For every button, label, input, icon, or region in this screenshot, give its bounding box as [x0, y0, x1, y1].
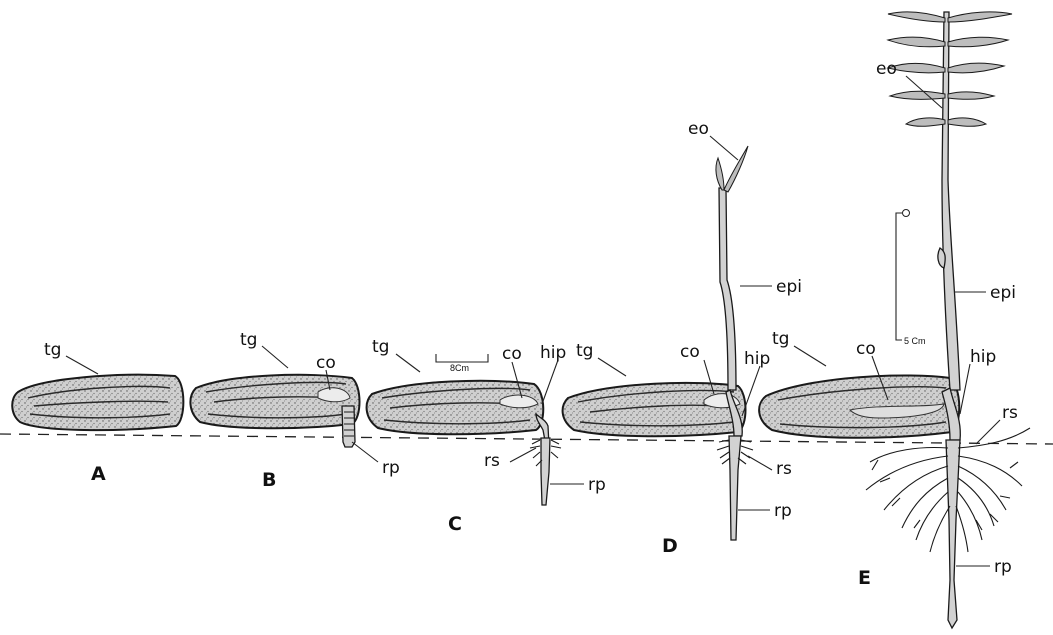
- label-rp-d: rp: [774, 501, 792, 521]
- stage-letter-e: E: [858, 567, 871, 589]
- label-epi-d: epi: [776, 277, 802, 297]
- label-eo-e: eo: [876, 59, 897, 79]
- label-hip-e: hip: [970, 347, 996, 367]
- scale-bar-small-label: 8Cm: [450, 363, 469, 373]
- leader-lines: [66, 76, 1000, 566]
- part-labels: tg tg co rp tg co hip rs rp tg co hip rs…: [44, 59, 1018, 577]
- label-eo-d: eo: [688, 119, 709, 139]
- label-co-b: co: [316, 353, 336, 373]
- label-rs-c: rs: [484, 451, 500, 471]
- label-co-c: co: [502, 344, 522, 364]
- scale-bar-small: 8Cm: [436, 354, 488, 373]
- label-tg-e: tg: [772, 329, 789, 349]
- label-hip-c: hip: [540, 343, 566, 363]
- stage-letter-d: D: [662, 535, 678, 557]
- label-co-d: co: [680, 342, 700, 362]
- scale-bar-large: 5 Cm: [896, 210, 926, 347]
- label-rp-c: rp: [588, 475, 606, 495]
- label-tg-b: tg: [240, 330, 257, 350]
- stage-letter-c: C: [448, 513, 462, 535]
- label-tg-c: tg: [372, 337, 389, 357]
- stage-letter-b: B: [262, 469, 276, 491]
- label-hip-d: hip: [744, 349, 770, 369]
- label-rp-e: rp: [994, 557, 1012, 577]
- label-epi-e: epi: [990, 283, 1016, 303]
- label-co-e: co: [856, 339, 876, 359]
- stage-letters: A B C D E: [91, 463, 871, 589]
- label-tg-a: tg: [44, 340, 61, 360]
- stage-letter-a: A: [91, 463, 106, 485]
- label-rs-d: rs: [776, 459, 792, 479]
- label-rp-b: rp: [382, 458, 400, 478]
- label-tg-d: tg: [576, 341, 593, 361]
- label-rs-e: rs: [1002, 403, 1018, 423]
- scale-bar-large-label: 5 Cm: [904, 336, 926, 346]
- stage-a-seed: [12, 375, 183, 430]
- stage-e-seedling: [759, 12, 1030, 628]
- stage-c-seedling: [367, 381, 561, 505]
